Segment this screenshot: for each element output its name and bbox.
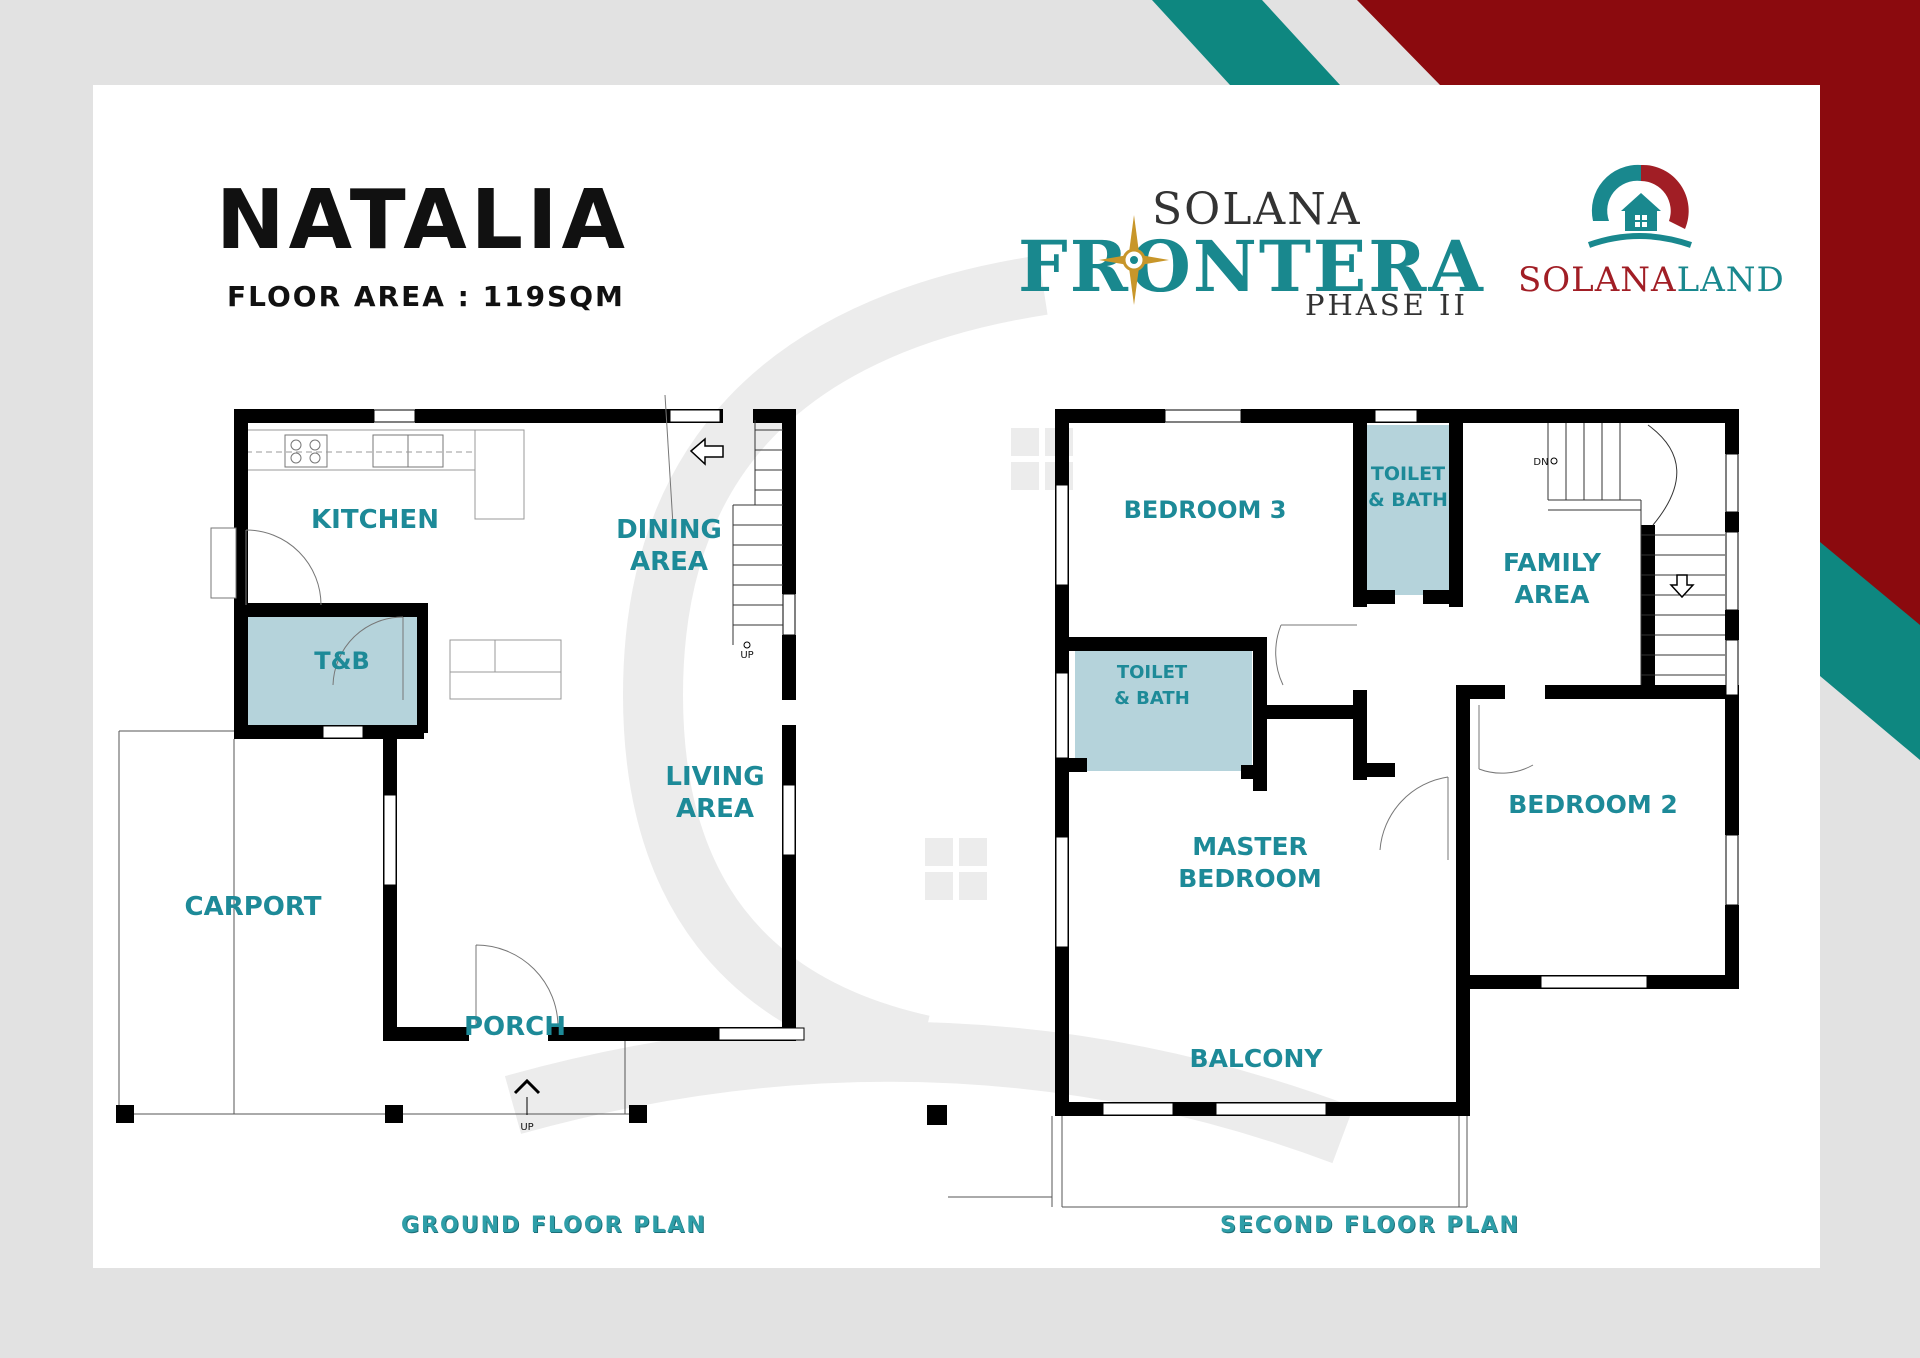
- room-dining-line2: AREA: [630, 547, 708, 577]
- floor-area-label: FLOOR AREA : 119SQM: [227, 280, 625, 313]
- room-balcony: BALCONY: [1190, 1044, 1324, 1073]
- compass-rose-icon: [1099, 215, 1169, 305]
- solanaland-house-icon: [1587, 164, 1692, 248]
- stair-down-arrow-icon: [1669, 574, 1695, 599]
- room-porch: PORCH: [464, 1012, 566, 1042]
- stair-arrow-icon: [689, 437, 724, 466]
- sf-toilet-left-floor: [1075, 648, 1252, 771]
- room-carport: CARPORT: [185, 892, 322, 922]
- room-master-line1: MASTER: [1192, 832, 1308, 861]
- company-name-solana: SOLANA: [1518, 260, 1677, 300]
- gf-stair-up-note: UP: [740, 650, 753, 661]
- ground-floor-caption: GROUND FLOOR PLAN: [401, 1213, 707, 1238]
- teal-stripe-top: [1152, 0, 1340, 85]
- room-tb: T&B: [314, 647, 370, 675]
- room-living-line1: LIVING: [665, 762, 764, 792]
- room-toilet-top-line1: TOILET: [1371, 463, 1445, 485]
- floor-plans: UP UP KITCHEN DINING AREA T&B LIVING ARE…: [116, 394, 1739, 1208]
- room-family-line2: AREA: [1514, 580, 1590, 609]
- room-master-line2: BEDROOM: [1178, 864, 1322, 893]
- model-title: NATALIA: [216, 173, 629, 268]
- project-name-main: FRONTERA: [1018, 225, 1485, 308]
- room-kitchen: KITCHEN: [311, 505, 439, 535]
- room-toilet-left-line1: TOILET: [1117, 662, 1188, 683]
- ground-floor-plan: UP UP KITCHEN DINING AREA T&B LIVING ARE…: [116, 394, 805, 1133]
- second-floor-plan: DN BEDROOM 3 TOILET & BATH FAMILY AREA T…: [927, 409, 1739, 1208]
- room-family-line1: FAMILY: [1503, 548, 1602, 577]
- teal-stripe-right: [1820, 542, 1920, 760]
- project-name-top: SOLANA: [1152, 184, 1362, 235]
- floor-plan-sheet: NATALIA FLOOR AREA : 119SQM SOLANA FRONT…: [93, 85, 1820, 1268]
- room-bedroom-3: BEDROOM 3: [1124, 496, 1287, 524]
- gf-tb-floor: [246, 617, 426, 727]
- second-floor-caption: SECOND FLOOR PLAN: [1220, 1213, 1520, 1238]
- sf-toilet-top-floor: [1357, 425, 1461, 595]
- company-name-land: LAND: [1676, 260, 1785, 300]
- room-toilet-left-line2: & BATH: [1114, 688, 1190, 709]
- room-dining-line1: DINING: [616, 515, 722, 545]
- gf-entry-up-note: UP: [520, 1122, 533, 1133]
- room-toilet-top-line2: & BATH: [1368, 489, 1448, 511]
- watermark-logo: [504, 255, 1354, 1164]
- sf-stair-dn-note: DN: [1533, 457, 1548, 468]
- room-living-line2: AREA: [676, 794, 754, 824]
- up-arrow-icon: [513, 1078, 541, 1095]
- room-bedroom-2: BEDROOM 2: [1508, 790, 1678, 819]
- project-phase: PHASE II: [1305, 288, 1468, 322]
- company-name: SOLANALAND: [1518, 260, 1785, 300]
